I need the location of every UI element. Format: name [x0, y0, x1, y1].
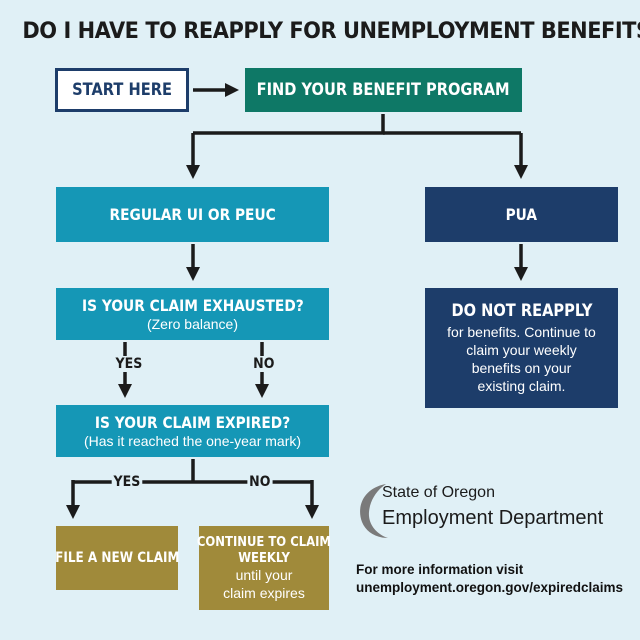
logo-state-text: State of Oregon: [382, 484, 495, 501]
reapply-line: benefits on your: [471, 360, 572, 376]
continue-claim-sub2: claim expires: [223, 585, 305, 601]
claim-exhausted-heading: IS YOUR CLAIM EXHAUSTED?: [81, 295, 304, 315]
claim-expired-sub: (Has it reached the one-year mark): [83, 432, 302, 449]
do-not-reapply-box: DO NOT REAPPLY for benefits. Continue to…: [425, 288, 618, 408]
info-url: unemployment.oregon.gov/expiredclaims: [356, 580, 624, 595]
continue-claim-sub1: until your: [235, 567, 293, 583]
file-new-claim-label: FILE A NEW CLAIM: [54, 550, 180, 566]
regular-ui-label: REGULAR UI OR PEUC: [109, 205, 276, 224]
continue-claim-line2: WEEKLY: [238, 550, 290, 566]
pua-label: PUA: [505, 205, 538, 224]
claim-exhausted-box: IS YOUR CLAIM EXHAUSTED? (Zero balance): [56, 288, 329, 340]
reapply-line: existing claim.: [477, 378, 566, 394]
logo-swoosh-icon: [360, 484, 388, 538]
start-here-label: START HERE: [72, 80, 172, 100]
file-new-claim-box: FILE A NEW CLAIM: [54, 526, 180, 590]
yes-label: YES: [111, 474, 143, 490]
yes-label: YES: [113, 356, 145, 372]
page-title: DO I HAVE TO REAPPLY FOR UNEMPLOYMENT BE…: [22, 18, 640, 44]
regular-ui-box: REGULAR UI OR PEUC: [56, 187, 329, 242]
pua-box: PUA: [425, 187, 618, 242]
continue-claim-line1: CONTINUE TO CLAIM: [196, 534, 332, 550]
claim-exhausted-sub: (Zero balance): [146, 315, 239, 332]
do-not-reapply-heading: DO NOT REAPPLY: [450, 301, 592, 321]
continue-claim-box: CONTINUE TO CLAIM WEEKLY until your clai…: [196, 526, 332, 610]
logo-dept-text: Employment Department: [382, 507, 604, 529]
no-label: NO: [251, 356, 277, 372]
claim-expired-heading: IS YOUR CLAIM EXPIRED?: [94, 412, 291, 432]
claim-expired-box: IS YOUR CLAIM EXPIRED? (Has it reached t…: [56, 405, 329, 457]
find-program-box: FIND YOUR BENEFIT PROGRAM: [245, 68, 522, 112]
find-program-label: FIND YOUR BENEFIT PROGRAM: [257, 80, 510, 100]
info-line-1: For more information visit: [356, 562, 524, 577]
reapply-line: for benefits. Continue to: [447, 324, 596, 340]
start-here-box: START HERE: [55, 68, 189, 112]
reapply-line: claim your weekly: [466, 342, 577, 358]
no-label: NO: [247, 474, 273, 490]
branch-connector: [193, 114, 385, 135]
employment-department-logo: State of Oregon Employment Department: [352, 478, 632, 542]
